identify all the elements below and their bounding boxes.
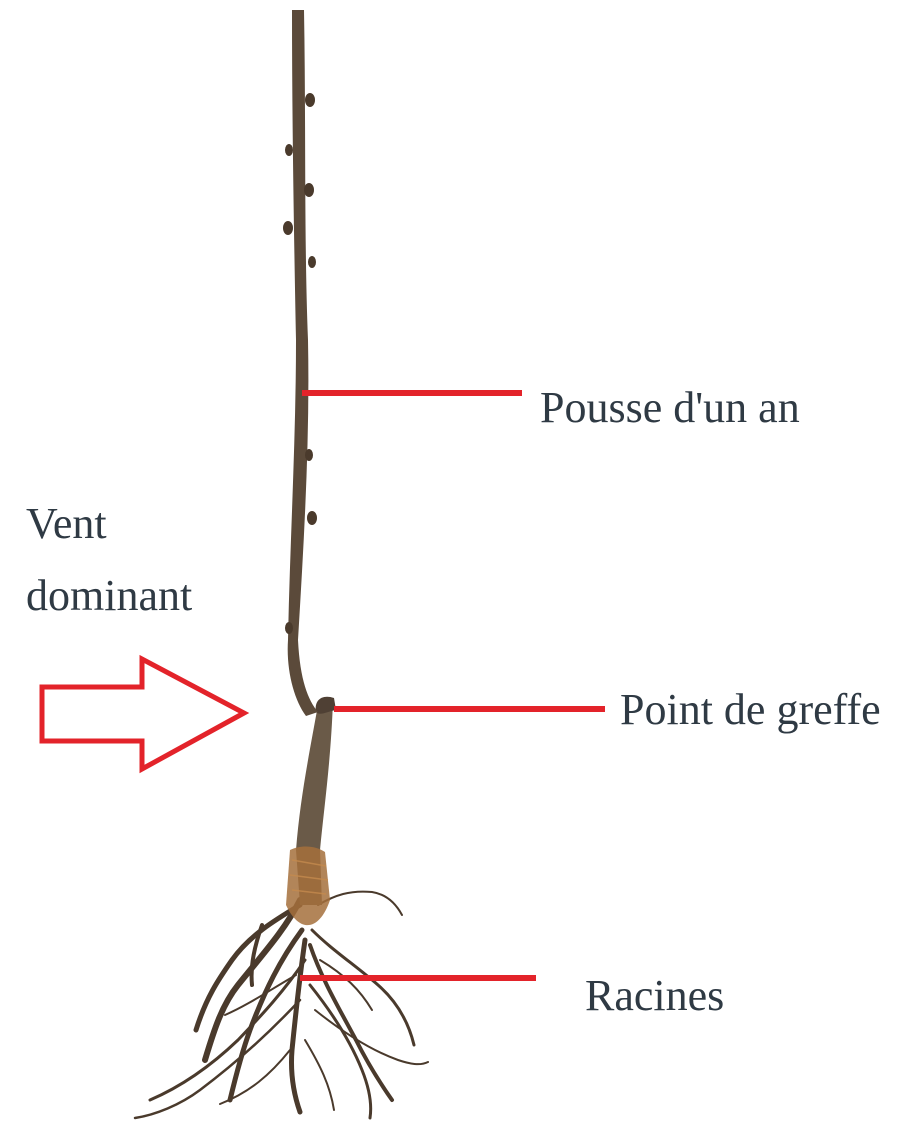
leader-lines <box>300 393 605 978</box>
prevailing-wind-label: Vent dominant <box>26 488 246 632</box>
graft-knob-illustration <box>316 697 336 714</box>
roots-illustration <box>135 892 428 1118</box>
shoot-label: Pousse d'un an <box>540 386 800 430</box>
wind-label-line1: Vent <box>26 499 107 548</box>
graft-point-label: Point de greffe <box>620 688 881 732</box>
root-collar-illustration <box>286 846 330 925</box>
arrow-right-outline-icon <box>42 659 244 769</box>
roots-label: Racines <box>585 974 724 1018</box>
wind-label-line2: dominant <box>26 571 192 620</box>
shoot-stem-illustration <box>288 10 318 716</box>
